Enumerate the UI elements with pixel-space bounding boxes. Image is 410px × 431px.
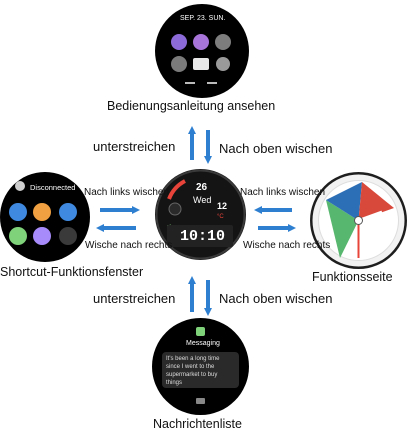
label-left-to-center: Nach links wischen (84, 187, 170, 198)
watch-message-screen: Messaging It's been a long time since I … (152, 318, 249, 415)
shortcut-icon-grid (9, 181, 77, 245)
moon-icon (171, 34, 187, 50)
more-apps-icon (59, 227, 77, 245)
watch-face-graphics (155, 169, 246, 260)
message-app-icon (196, 327, 205, 336)
watch-function-screen (310, 172, 407, 269)
label-right-to-center: Nach links wischen (240, 187, 326, 198)
label-down-bottom: Nach oben wischen (219, 291, 333, 306)
function-graphics (312, 174, 405, 267)
segment-green (326, 200, 359, 258)
message-graphics (162, 327, 239, 404)
side-value-unit: °C (217, 214, 224, 220)
watch-shortcut-screen: Disconnected (0, 172, 90, 262)
message-text: It's been a long time since I went to th… (166, 356, 220, 386)
caption-messages: Nachrichtenliste (153, 417, 242, 431)
watch-menu-screen: SEP. 23. SUN. (155, 4, 249, 98)
phone-icon (15, 181, 25, 191)
app-icon-purple (33, 227, 51, 245)
card-icon (193, 58, 209, 70)
red-arc (167, 179, 187, 200)
label-up-top: unterstreichen (93, 139, 176, 154)
label-down-top: Nach oben wischen (219, 141, 333, 156)
watch-face-screen: 26 Wed 12 °C 10:10 (155, 169, 246, 260)
settings-icon (216, 57, 230, 71)
music-icon (9, 203, 27, 221)
menu-icon-grid (171, 34, 231, 84)
label-up-bottom: unterstreichen (93, 291, 176, 306)
segment-blue (326, 182, 362, 221)
label-center-to-left: Wische nach rechts (85, 240, 173, 251)
date-text: SEP. 23. SUN. (180, 15, 226, 22)
side-value: 12 (217, 201, 228, 211)
app-icon-green (9, 227, 27, 245)
day-number: 26 (196, 182, 208, 193)
label-center-to-right: Wische nach rechts (243, 240, 331, 251)
connection-status-text: Disconnected (30, 183, 76, 192)
caption-manual: Bedienungsanleitung ansehen (107, 99, 276, 113)
flashlight-icon (171, 56, 187, 72)
caption-shortcut: Shortcut-Funktionsfenster (0, 265, 144, 279)
weekday-text: Wed (193, 195, 212, 205)
display-icon (215, 34, 231, 50)
segment-red (358, 182, 394, 221)
digital-time: 10:10 (180, 228, 226, 245)
message-app-title: Messaging (186, 340, 220, 347)
sleep-icon (193, 34, 209, 50)
caption-function: Funktionsseite (312, 270, 393, 284)
note-icon (33, 203, 51, 221)
workout-icon (59, 203, 77, 221)
